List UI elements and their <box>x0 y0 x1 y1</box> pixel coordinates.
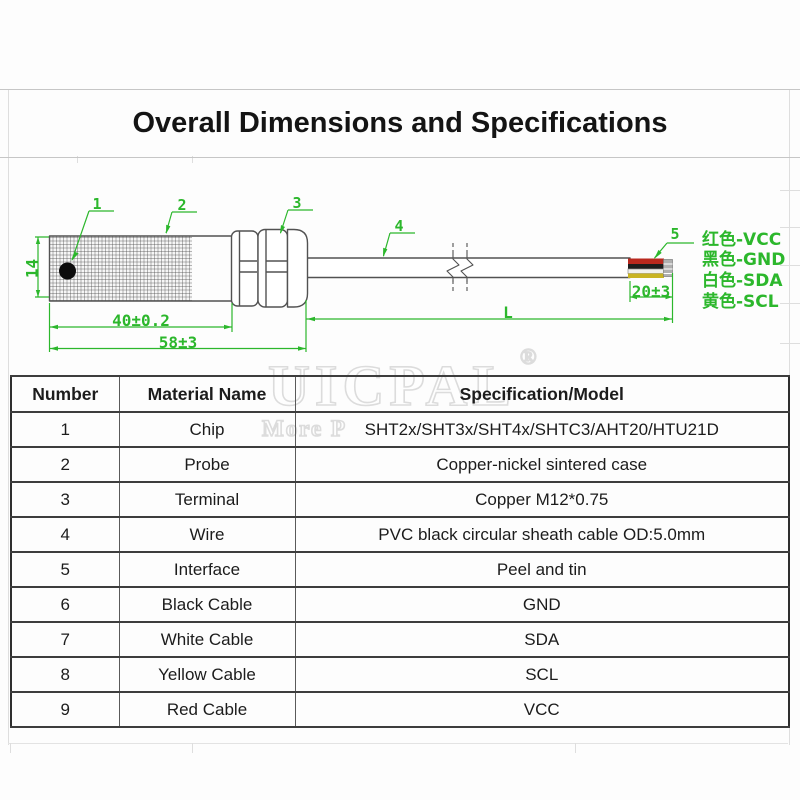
cell-number: 5 <box>10 551 120 588</box>
cell-specification: VCC <box>294 691 790 728</box>
cell-specification: SDA <box>294 621 790 658</box>
terminal-ring <box>257 228 289 308</box>
cell-specification: SCL <box>294 656 790 693</box>
callout-5: 5 <box>670 225 680 243</box>
bg-vline-left <box>8 89 9 745</box>
cell-number: 6 <box>10 586 120 623</box>
wire-red <box>628 258 664 264</box>
terminal-ring <box>230 230 259 307</box>
spec-table: Number Material Name Specification/Model… <box>10 375 790 728</box>
drawing-linework <box>48 228 631 308</box>
cell-material-name: Terminal <box>118 481 296 518</box>
bg-tick <box>192 743 193 753</box>
callout-4: 4 <box>394 217 404 235</box>
dim-cable-length: L <box>503 303 513 322</box>
break-mark <box>460 254 474 282</box>
wires <box>627 258 673 278</box>
cell-number: 2 <box>10 446 120 483</box>
cell-material-name: Probe <box>118 446 296 483</box>
bg-tick <box>780 343 800 344</box>
cell-specification: GND <box>294 586 790 623</box>
bg-tick <box>780 227 800 228</box>
cell-number: 8 <box>10 656 120 693</box>
cell-number: 1 <box>10 411 120 448</box>
watermark-registered-icon: ® <box>519 343 537 370</box>
callout-1: 1 <box>92 195 102 213</box>
wire-label-red: 红色-VCC <box>702 230 782 250</box>
dimension-arrows <box>35 224 673 351</box>
cell-specification: PVC black circular sheath cable OD:5.0mm <box>294 516 790 553</box>
table-header-row: Number Material Name Specification/Model <box>10 375 790 413</box>
bg-tick <box>192 156 193 163</box>
cell-material-name: Wire <box>118 516 296 553</box>
wire-label-black: 黑色-GND <box>702 250 786 270</box>
dim-body-length: 40±0.2 <box>112 311 170 330</box>
wire-white <box>627 268 665 274</box>
wire-label-yellow: 黄色-SCL <box>702 292 779 312</box>
header-number: Number <box>10 375 120 413</box>
header-material-name: Material Name <box>118 375 296 413</box>
break-mark <box>446 254 460 282</box>
wire-tips <box>663 259 673 277</box>
wire-label-white: 白色-SDA <box>702 271 783 291</box>
bg-tick <box>780 190 800 191</box>
callout-2: 2 <box>177 196 187 214</box>
bg-tick <box>780 303 800 304</box>
terminal-cap <box>286 228 309 308</box>
dim-total-length: 58±3 <box>158 333 198 352</box>
bg-tick <box>77 156 78 163</box>
dim-strip-length: 20±3 <box>631 282 671 301</box>
cell-material-name: Yellow Cable <box>118 656 296 693</box>
cell-number: 4 <box>10 516 120 553</box>
cell-material-name: White Cable <box>118 621 296 658</box>
title-band: Overall Dimensions and Specifications <box>0 89 800 158</box>
cell-number: 9 <box>10 691 120 728</box>
dimension-lines <box>35 209 694 352</box>
wire-yellow <box>628 273 664 278</box>
callout-3: 3 <box>292 194 302 212</box>
bg-tick <box>575 743 576 753</box>
bg-tick <box>780 265 800 266</box>
bg-tick <box>10 743 11 753</box>
cell-material-name: Chip <box>118 411 296 448</box>
cell-specification: SHT2x/SHT3x/SHT4x/SHTC3/AHT20/HTU21D <box>294 411 790 448</box>
cell-material-name: Black Cable <box>118 586 296 623</box>
cell-material-name: Interface <box>118 551 296 588</box>
sensor-hole-dot <box>59 262 76 280</box>
dim-height: 14 <box>22 258 42 279</box>
cell-specification: Copper M12*0.75 <box>294 481 790 518</box>
cell-specification: Copper-nickel sintered case <box>294 446 790 483</box>
bg-hline-bottom <box>8 743 788 744</box>
wire-black <box>628 264 664 269</box>
cell-number: 7 <box>10 621 120 658</box>
header-specification: Specification/Model <box>294 375 790 413</box>
cell-material-name: Red Cable <box>118 691 296 728</box>
page-title: Overall Dimensions and Specifications <box>132 107 668 139</box>
cell-number: 3 <box>10 481 120 518</box>
cell-specification: Peel and tin <box>294 551 790 588</box>
